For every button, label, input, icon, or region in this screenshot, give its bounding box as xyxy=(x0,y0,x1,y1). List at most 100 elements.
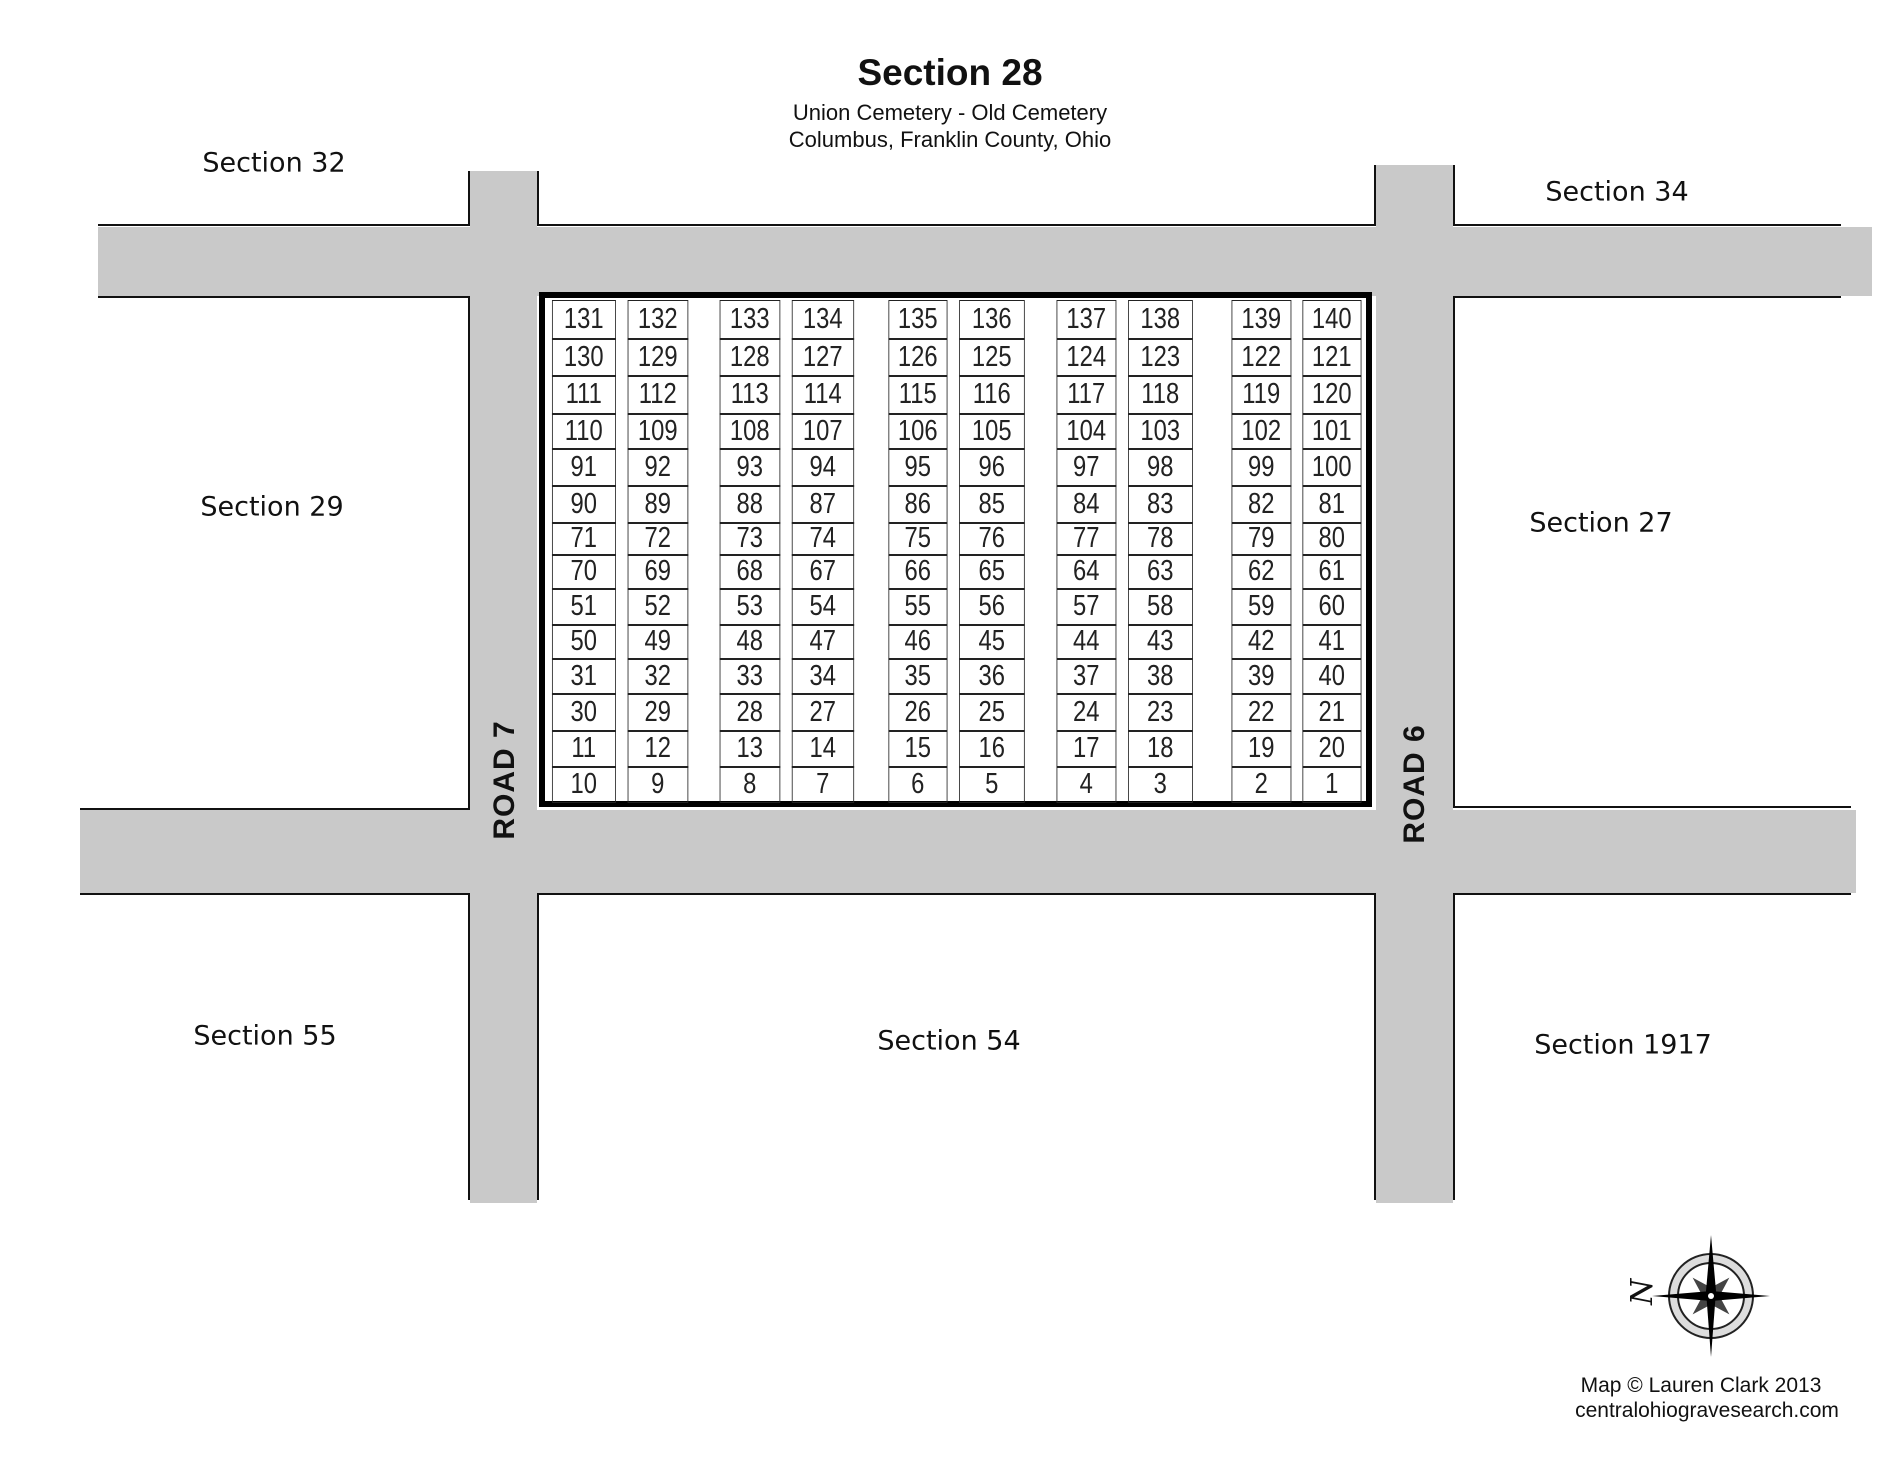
lot-cell: 87 xyxy=(791,485,854,524)
lot-cell: 110 xyxy=(551,413,616,450)
road-edge xyxy=(1453,296,1841,298)
lot-cell: 69 xyxy=(627,554,688,590)
lot-cell: 52 xyxy=(627,588,688,626)
lot-cell: 14 xyxy=(791,730,854,768)
lot-cell: 113 xyxy=(719,375,780,415)
lot-cell: 112 xyxy=(627,375,688,415)
lot-cell: 9 xyxy=(627,766,688,803)
lot-cell: 77 xyxy=(1056,522,1116,556)
road-edge xyxy=(468,298,470,808)
lot-cell: 25 xyxy=(959,693,1025,732)
compass-rose-icon: N xyxy=(1620,1235,1770,1365)
lot-cell: 76 xyxy=(959,522,1025,556)
road-edge xyxy=(1453,806,1851,808)
lot-cell: 86 xyxy=(888,485,948,524)
lot-cell: 96 xyxy=(959,448,1025,487)
lot-cell: 116 xyxy=(959,375,1025,415)
lot-cell: 18 xyxy=(1128,730,1193,768)
lot-cell: 118 xyxy=(1128,375,1193,415)
lot-cell: 66 xyxy=(888,554,948,590)
lot-cell: 36 xyxy=(959,658,1025,695)
lot-cell: 64 xyxy=(1056,554,1116,590)
road-7 xyxy=(470,171,537,1203)
lot-cell: 54 xyxy=(791,588,854,626)
road-edge xyxy=(98,224,470,226)
lot-cell: 74 xyxy=(791,522,854,556)
lot-cell: 121 xyxy=(1302,338,1362,377)
lot-cell: 108 xyxy=(719,413,780,450)
lot-cell: 119 xyxy=(1231,375,1291,415)
lot-cell: 2 xyxy=(1231,766,1291,803)
lot-cell: 129 xyxy=(627,338,688,377)
lot-cell: 111 xyxy=(551,375,616,415)
lot-cell: 32 xyxy=(627,658,688,695)
lot-cell: 89 xyxy=(627,485,688,524)
lot-cell: 53 xyxy=(719,588,780,626)
lot-cell: 134 xyxy=(791,300,854,340)
lot-cell: 80 xyxy=(1302,522,1362,556)
lot-cell: 83 xyxy=(1128,485,1193,524)
lot-cell: 15 xyxy=(888,730,948,768)
label-section-34: Section 34 xyxy=(1545,176,1689,208)
lot-cell: 57 xyxy=(1056,588,1116,626)
lot-cell: 24 xyxy=(1056,693,1116,732)
lot-cell: 35 xyxy=(888,658,948,695)
lot-cell: 75 xyxy=(888,522,948,556)
lot-cell: 125 xyxy=(959,338,1025,377)
lot-cell: 81 xyxy=(1302,485,1362,524)
label-section-55: Section 55 xyxy=(193,1020,337,1052)
lot-cell: 45 xyxy=(959,624,1025,660)
lot-cell: 43 xyxy=(1128,624,1193,660)
lot-cell: 47 xyxy=(791,624,854,660)
lot-cell: 120 xyxy=(1302,375,1362,415)
lot-cell: 63 xyxy=(1128,554,1193,590)
lot-cell: 3 xyxy=(1128,766,1193,803)
road-edge xyxy=(1453,893,1851,895)
lot-cell: 73 xyxy=(719,522,780,556)
road-edge xyxy=(80,893,470,895)
lot-cell: 51 xyxy=(551,588,616,626)
lot-cell: 102 xyxy=(1231,413,1291,450)
lot-cell: 10 xyxy=(551,766,616,803)
lot-cell: 16 xyxy=(959,730,1025,768)
lot-cell: 123 xyxy=(1128,338,1193,377)
lot-cell: 29 xyxy=(627,693,688,732)
road-edge xyxy=(1453,224,1841,226)
lot-cell: 31 xyxy=(551,658,616,695)
label-section-54: Section 54 xyxy=(877,1025,1021,1057)
lot-cell: 12 xyxy=(627,730,688,768)
lot-cell: 5 xyxy=(959,766,1025,803)
lot-cell: 65 xyxy=(959,554,1025,590)
lot-cell: 107 xyxy=(791,413,854,450)
lot-cell: 99 xyxy=(1231,448,1291,487)
lot-cell: 138 xyxy=(1128,300,1193,340)
lot-cell: 88 xyxy=(719,485,780,524)
label-section-27: Section 27 xyxy=(1529,507,1673,539)
lot-cell: 82 xyxy=(1231,485,1291,524)
road-6 xyxy=(1376,165,1453,1203)
lot-cell: 56 xyxy=(959,588,1025,626)
lot-cell: 128 xyxy=(719,338,780,377)
lot-cell: 103 xyxy=(1128,413,1193,450)
lot-cell: 105 xyxy=(959,413,1025,450)
lot-cell: 71 xyxy=(551,522,616,556)
road-edge xyxy=(537,895,539,1200)
credit-website[interactable]: centralohiogravesearch.com xyxy=(1575,1399,1839,1422)
lot-cell: 97 xyxy=(1056,448,1116,487)
lot-cell: 93 xyxy=(719,448,780,487)
lot-cell: 106 xyxy=(888,413,948,450)
lot-cell: 135 xyxy=(888,300,948,340)
lot-cell: 11 xyxy=(551,730,616,768)
lot-cell: 38 xyxy=(1128,658,1193,695)
lot-cell: 19 xyxy=(1231,730,1291,768)
lot-cell: 68 xyxy=(719,554,780,590)
lot-cell: 104 xyxy=(1056,413,1116,450)
label-section-1917: Section 1917 xyxy=(1534,1029,1712,1061)
lot-cell: 7 xyxy=(791,766,854,803)
map-subtitle-cemetery: Union Cemetery - Old Cemetery xyxy=(792,100,1108,125)
lot-cell: 115 xyxy=(888,375,948,415)
lot-cell: 70 xyxy=(551,554,616,590)
lot-cell: 46 xyxy=(888,624,948,660)
lot-cell: 98 xyxy=(1128,448,1193,487)
lot-cell: 34 xyxy=(791,658,854,695)
